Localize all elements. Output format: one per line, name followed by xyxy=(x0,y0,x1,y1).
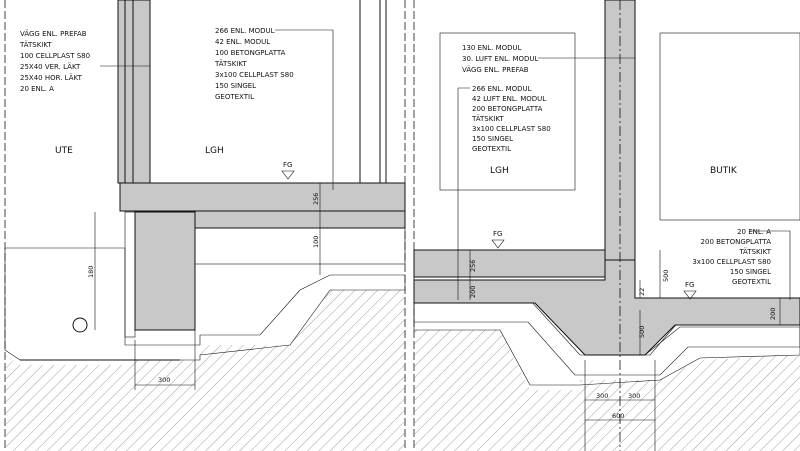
shop-note-line: 150 SINGEL xyxy=(730,268,771,276)
ground-marker-label: FG xyxy=(283,161,292,169)
ground-marker-label: FG xyxy=(685,281,694,289)
floor-note-line: GEOTEXTIL xyxy=(215,93,254,101)
drain-pipe xyxy=(72,317,88,333)
shop-note-line: GEOTEXTIL xyxy=(732,278,771,286)
floor-note-line: TÄTSKIKT xyxy=(471,114,504,123)
note-box-lgh xyxy=(439,32,576,191)
floor-note-line: 42 ENL. MODUL xyxy=(215,38,270,46)
wall-note-line: 25X40 VER. LÄKT xyxy=(20,62,81,71)
dim-label: 200 xyxy=(469,286,477,298)
wall-note-line: 30. LUFT ENL. MODUL xyxy=(462,55,539,63)
wall-note-line: VÄGG ENL. PREFAB xyxy=(20,29,87,38)
floor-note-line: 150 SINGEL xyxy=(472,135,513,143)
dim-label: 22 xyxy=(638,288,646,296)
dim-label: 100 xyxy=(312,236,320,248)
wall-note-line: 25X40 HOR. LÄKT xyxy=(20,73,83,82)
floor-note-line: 100 BETONGPLATTA xyxy=(215,49,286,57)
dim-label: 256 xyxy=(469,260,477,272)
ground-marker-label: FG xyxy=(493,230,502,238)
floor-note-line: 150 SINGEL xyxy=(215,82,256,90)
soil-hatch xyxy=(414,330,800,451)
soil-hatch xyxy=(5,290,405,451)
ground-level-triangle-icon xyxy=(281,170,295,180)
dim-label: 300 xyxy=(596,392,608,400)
floor-note-line: 266 ENL. MODUL xyxy=(215,27,275,35)
exterior-wall xyxy=(117,0,151,184)
shop-note-line: 20 ENL. A xyxy=(737,228,771,236)
dim-label: 300 xyxy=(628,392,640,400)
foundation xyxy=(134,211,196,331)
dim-label: 600 xyxy=(612,412,624,420)
shop-note-line: 200 BETONGPLATTA xyxy=(701,238,772,246)
dim-label: 256 xyxy=(312,193,320,205)
note-box-butik xyxy=(659,32,800,221)
dim-label: 500 xyxy=(638,326,646,338)
floor-note-line: 42 LUFT ENL. MODUL xyxy=(472,95,546,103)
room-label-lgh: LGH xyxy=(490,166,509,176)
floor-slab-left xyxy=(413,249,606,278)
ground-level-triangle-icon xyxy=(683,290,697,300)
wall-note-line: 20 ENL. A xyxy=(20,85,54,93)
wall-note-line: VÄGG ENL. PREFAB xyxy=(462,65,529,74)
wall-note-line: 100 CELLPLAST S80 xyxy=(20,52,90,60)
room-label-lgh: LGH xyxy=(205,146,224,156)
concrete-slab xyxy=(194,210,406,229)
shop-note-line: 3x100 CELLPLAST S80 xyxy=(692,258,771,266)
floor-note-line: GEOTEXTIL xyxy=(472,145,511,153)
wall-note-line: TÄTSKIKT xyxy=(19,40,52,49)
floor-note-line: 266 ENL. MODUL xyxy=(472,85,532,93)
dim-label: 200 xyxy=(769,308,777,320)
right-detail: 130 ENL. MODUL 30. LUFT ENL. MODUL VÄGG … xyxy=(413,0,800,451)
room-label-ute: UTE xyxy=(55,146,73,156)
ground-level-triangle-icon xyxy=(491,239,505,249)
dim-label: 300 xyxy=(158,376,170,384)
dim-label: 180 xyxy=(87,266,95,278)
left-detail: VÄGG ENL. PREFAB TÄTSKIKT 100 CELLPLAST … xyxy=(4,0,406,451)
shop-note-line: TÄTSKIKT xyxy=(738,247,771,256)
insulation-layer xyxy=(194,227,406,265)
floor-slab xyxy=(119,182,406,212)
room-label-butik: BUTIK xyxy=(710,166,738,176)
floor-note-line: 3x100 CELLPLAST S80 xyxy=(472,125,551,133)
dim-label: 500 xyxy=(662,270,670,282)
floor-note-line: TÄTSKIKT xyxy=(214,59,247,68)
insulation-vertical xyxy=(124,211,136,338)
floor-note-line: 3x100 CELLPLAST S80 xyxy=(215,71,294,79)
floor-note-line: 200 BETONGPLATTA xyxy=(472,105,543,113)
wall-note-line: 130 ENL. MODUL xyxy=(462,44,522,52)
